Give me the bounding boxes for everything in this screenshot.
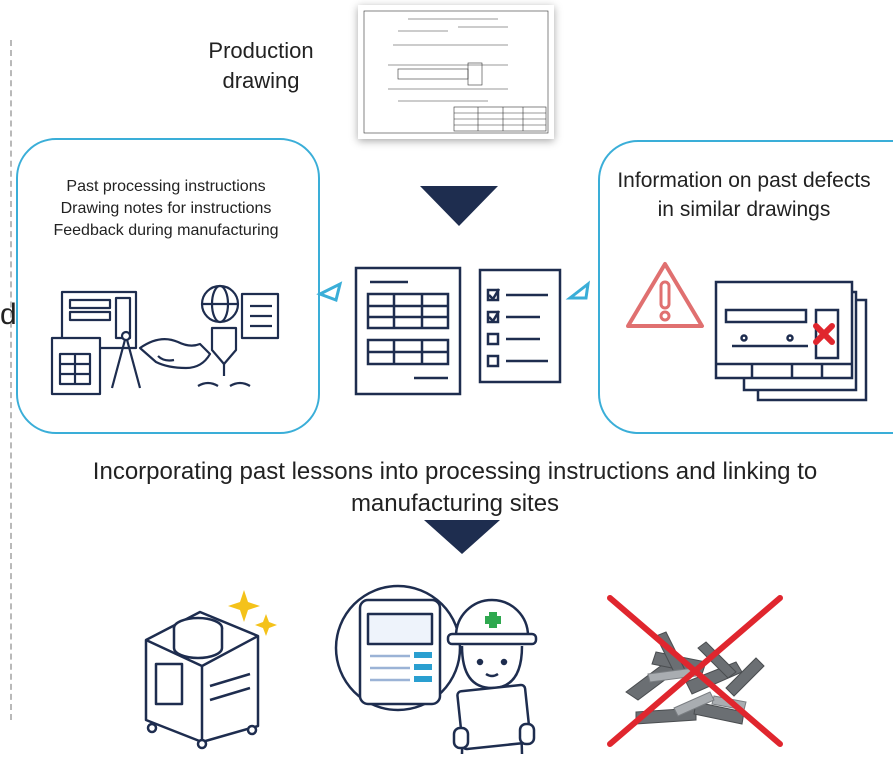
- down-arrow-icon: [420, 186, 498, 226]
- left-panel-text: Past processing instructions Drawing not…: [16, 176, 316, 242]
- defect-drawings-icon: [714, 280, 868, 402]
- machine-icon: [144, 590, 277, 750]
- production-drawing-thumbnail: [358, 5, 554, 139]
- caption: Incorporating past lessons into processi…: [92, 458, 818, 517]
- production-drawing-label: Production drawing: [208, 38, 314, 93]
- warning-icon: [626, 262, 704, 328]
- right-panel-text: Information on past defects in similar d…: [617, 169, 871, 221]
- worker-tablet-icon: [334, 584, 538, 755]
- handshake-icon: [50, 284, 280, 396]
- left-panel-line-1: Past processing instructions: [66, 178, 266, 195]
- right-pointer-icon: [565, 280, 591, 300]
- scrap-metal-crossed-icon: [607, 595, 783, 747]
- clipped-letter: d: [0, 298, 17, 331]
- left-pointer-icon: [316, 281, 343, 302]
- left-panel-line-3: Feedback during manufacturing: [53, 222, 279, 239]
- checklist-icon: [478, 268, 562, 384]
- down-arrow-icon: [424, 520, 500, 554]
- dashed-divider: [10, 40, 12, 720]
- left-panel-line-2: Drawing notes for instructions: [60, 200, 272, 217]
- instruction-sheet-icon: [354, 266, 462, 396]
